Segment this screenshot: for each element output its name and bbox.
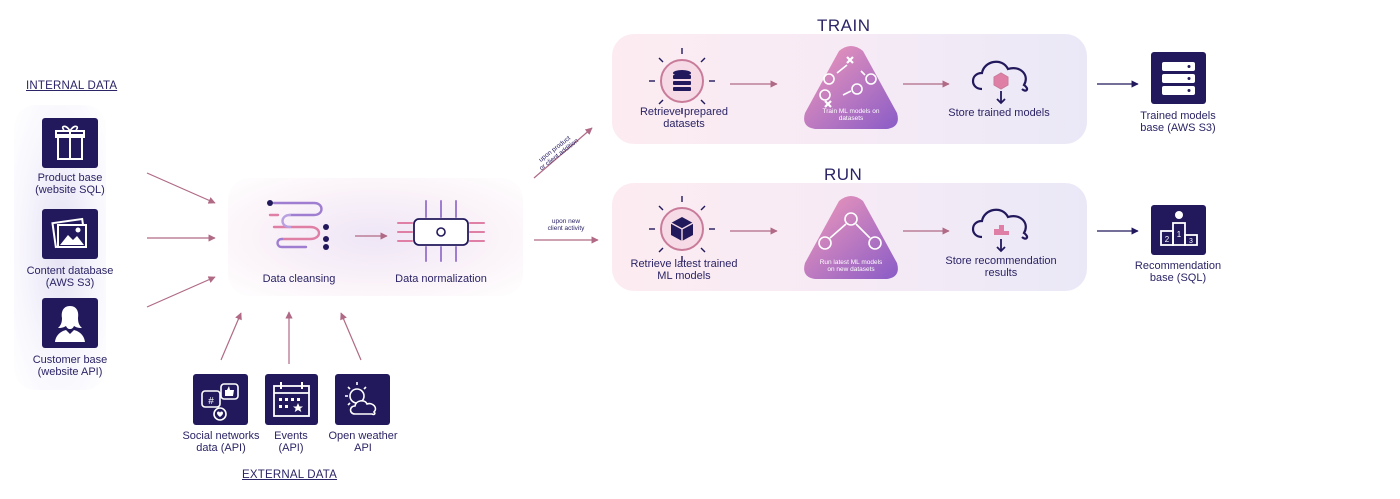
cloud-store-icon xyxy=(971,60,1029,105)
cloud-results-icon xyxy=(971,208,1029,253)
train-title: TRAIN xyxy=(817,16,871,35)
run-title: RUN xyxy=(824,165,863,184)
social-icon: # xyxy=(201,383,239,421)
trained-models-base-tile[interactable] xyxy=(1151,52,1206,104)
calendar-icon xyxy=(273,382,310,417)
content-database-tile[interactable] xyxy=(42,209,98,259)
upon-activity-note: upon new client activity xyxy=(547,218,585,232)
data-normalization-icon xyxy=(397,200,485,262)
prep-panel xyxy=(228,178,523,296)
external-data-heading: EXTERNAL DATA xyxy=(242,469,338,481)
data-cleansing-icon xyxy=(267,200,329,250)
train-store-label: Store trained models xyxy=(948,107,1050,119)
content-database-label: Content database (AWS S3) xyxy=(26,265,114,289)
recommendation-base-tile[interactable]: 1 2 3 xyxy=(1151,205,1206,255)
customer-base-tile[interactable] xyxy=(42,298,98,348)
run-store-label: Store recommendation results xyxy=(945,255,1057,279)
open-weather-tile[interactable] xyxy=(335,374,390,425)
person-icon xyxy=(55,306,85,342)
product-base-tile[interactable] xyxy=(42,118,98,168)
server-icon xyxy=(1162,62,1195,95)
data-cleansing-label: Data cleansing xyxy=(262,273,336,285)
train-core-label: Train ML models on datasets xyxy=(822,108,880,122)
run-core-label: Run latest ML models on new datasets xyxy=(819,259,883,273)
run-models-icon xyxy=(804,196,898,279)
social-networks-label: Social networks data (API) xyxy=(182,430,260,454)
svg-text:2: 2 xyxy=(1165,235,1170,244)
product-base-label: Product base (website SQL) xyxy=(35,172,105,196)
internal-data-heading: INTERNAL DATA xyxy=(26,80,118,92)
run-retrieve-label: Retrieve latest trained ML models xyxy=(630,258,738,282)
recommendation-base-label: Recommendation base (SQL) xyxy=(1134,260,1222,284)
database-icon xyxy=(649,48,715,114)
events-tile[interactable] xyxy=(265,374,318,425)
weather-icon xyxy=(345,382,377,416)
trained-models-base-label: Trained models base (AWS S3) xyxy=(1140,110,1216,134)
events-label: Events (API) xyxy=(274,430,308,454)
data-normalization-label: Data normalization xyxy=(395,273,487,285)
svg-text:#: # xyxy=(208,396,214,407)
svg-text:1: 1 xyxy=(1177,230,1182,239)
image-icon xyxy=(51,217,87,249)
social-networks-tile[interactable]: # xyxy=(193,374,248,425)
model-box-icon xyxy=(649,196,715,262)
customer-base-label: Customer base (website API) xyxy=(32,354,108,378)
svg-text:3: 3 xyxy=(1189,238,1193,245)
train-retrieve-label: Retrieve prepared datasets xyxy=(639,106,729,130)
train-models-icon xyxy=(804,46,898,129)
gift-icon xyxy=(55,125,85,160)
open-weather-label: Open weather API xyxy=(328,430,398,454)
podium-icon: 1 2 3 xyxy=(1160,211,1198,246)
